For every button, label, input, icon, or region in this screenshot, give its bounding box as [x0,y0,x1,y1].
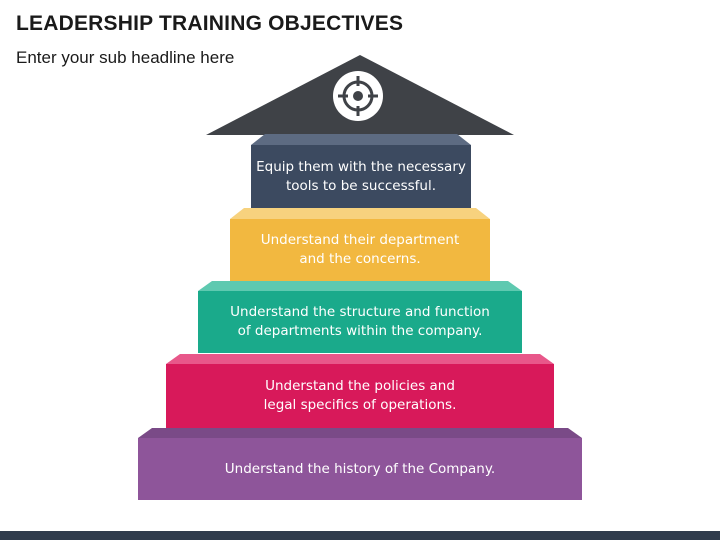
step-top-5 [138,428,582,438]
step-top-1 [251,134,471,145]
step-block-4 [166,364,554,428]
step-label-2: Understand their department and the conc… [260,232,460,267]
step-block-3 [198,291,522,353]
step-label-4: Understand the policies and legal specif… [263,378,457,413]
step-block-2 [230,219,490,281]
footer-bar [0,531,720,540]
step-block-1 [251,145,471,208]
step-top-4 [166,354,554,364]
page-subtitle: Enter your sub headline here [16,48,235,67]
step-label-5: Understand the history of the Company. [224,460,496,477]
step-top-3 [198,281,522,291]
step-label-3: Understand the structure and function of… [230,304,490,339]
step-top-2 [230,208,490,219]
page-title: LEADERSHIP TRAINING OBJECTIVES [16,12,404,35]
step-block-5 [138,438,582,500]
step-label-1: Equip them with the necessary tools to b… [256,158,466,194]
target-icon [333,71,383,121]
